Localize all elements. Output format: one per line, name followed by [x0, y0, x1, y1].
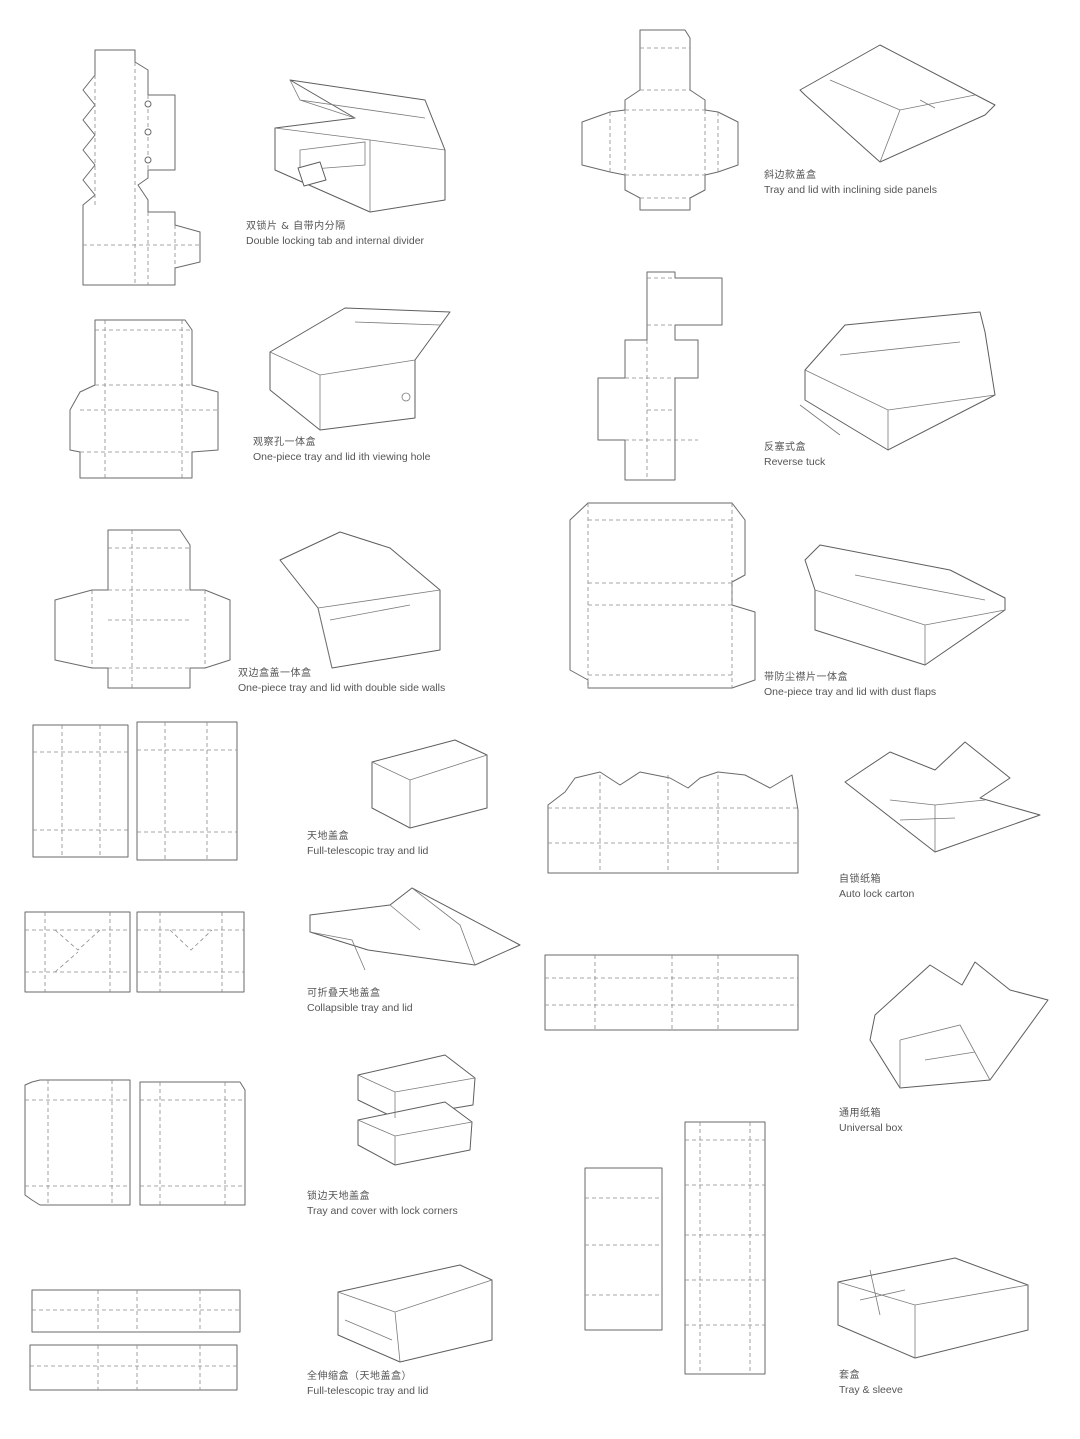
- caption-en: Universal box: [839, 1122, 903, 1134]
- caption-en: Double locking tab and internal divider: [246, 235, 425, 247]
- dieline-full-telescopic: [32, 721, 238, 861]
- caption-en: Collapsible tray and lid: [307, 1002, 413, 1014]
- box-viewing-hole: [269, 307, 451, 431]
- box-inclining-panels: [799, 44, 996, 163]
- caption-zh: 带防尘襟片一体盒: [764, 672, 848, 683]
- dieline-double-locking-tab: [82, 49, 201, 286]
- caption-double-locking-tab: 双锁片 & 自带内分隔 Double locking tab and inter…: [246, 220, 424, 248]
- caption-zh: 观察孔一体盒: [253, 437, 316, 448]
- caption-inclining-panels: 斜边款盖盒 Tray and lid with inclining side p…: [764, 169, 937, 197]
- caption-en: One-piece tray and lid ith viewing hole: [253, 451, 431, 463]
- box-universal: [869, 961, 1049, 1089]
- dieline-dust-flaps: [569, 502, 756, 689]
- dieline-lock-corners: [24, 1079, 246, 1206]
- caption-full-telescopic-2: 全伸缩盒（天地盖盒） Full-telescopic tray and lid: [307, 1370, 428, 1398]
- caption-dust-flaps: 带防尘襟片一体盒 One-piece tray and lid with dus…: [764, 671, 936, 699]
- caption-collapsible: 可折叠天地盖盒 Collapsible tray and lid: [307, 987, 413, 1015]
- caption-en: Tray and lid with inclining side panels: [764, 184, 937, 196]
- caption-en: Tray and cover with lock corners: [307, 1205, 458, 1217]
- dieline-inclining-panels: [581, 29, 739, 211]
- dieline-collapsible: [24, 911, 245, 993]
- caption-en: Full-telescopic tray and lid: [307, 1385, 429, 1397]
- box-reverse-tuck: [799, 311, 996, 451]
- caption-en: Auto lock carton: [839, 888, 915, 900]
- caption-lock-corners: 锁边天地盖盒 Tray and cover with lock corners: [307, 1190, 458, 1218]
- caption-en: Tray & sleeve: [839, 1384, 903, 1396]
- caption-zh: 锁边天地盖盒: [307, 1191, 370, 1202]
- box-auto-lock: [844, 741, 1041, 853]
- box-tray-sleeve: [837, 1257, 1029, 1359]
- box-double-side-walls: [279, 531, 441, 669]
- dieline-viewing-hole: [69, 319, 219, 479]
- caption-viewing-hole: 观察孔一体盒 One-piece tray and lid ith viewin…: [253, 436, 430, 464]
- caption-zh: 双锁片 & 自带内分隔: [246, 221, 346, 232]
- box-full-telescopic: [371, 739, 488, 829]
- caption-double-side-walls: 双边盒盖一体盒 One-piece tray and lid with doub…: [238, 667, 445, 695]
- caption-tray-sleeve: 套盒 Tray & sleeve: [839, 1369, 903, 1397]
- caption-full-telescopic: 天地盖盒 Full-telescopic tray and lid: [307, 830, 428, 858]
- caption-zh: 全伸缩盒（天地盖盒）: [307, 1371, 412, 1382]
- dieline-universal: [544, 954, 799, 1031]
- caption-zh: 反塞式盒: [764, 442, 806, 453]
- caption-en: Full-telescopic tray and lid: [307, 845, 429, 857]
- dieline-tray-sleeve: [584, 1121, 766, 1375]
- caption-en: One-piece tray and lid with double side …: [238, 682, 446, 694]
- caption-auto-lock: 自锁纸箱 Auto lock carton: [839, 873, 914, 901]
- caption-zh: 通用纸箱: [839, 1108, 881, 1119]
- caption-en: Reverse tuck: [764, 456, 826, 468]
- dieline-auto-lock: [547, 771, 799, 874]
- box-full-telescopic-2: [337, 1264, 493, 1363]
- caption-universal: 通用纸箱 Universal box: [839, 1107, 903, 1135]
- caption-zh: 套盒: [839, 1370, 860, 1381]
- dieline-reverse-tuck: [597, 271, 723, 481]
- caption-zh: 双边盒盖一体盒: [238, 668, 312, 679]
- box-dust-flaps: [804, 544, 1006, 666]
- caption-zh: 自锁纸箱: [839, 874, 881, 885]
- caption-zh: 斜边款盖盒: [764, 170, 817, 181]
- dieline-double-side-walls: [54, 529, 231, 689]
- box-double-locking-tab: [274, 79, 446, 213]
- caption-en: One-piece tray and lid with dust flaps: [764, 686, 937, 698]
- box-lock-corners: [357, 1054, 476, 1166]
- box-collapsible: [309, 887, 521, 971]
- caption-zh: 天地盖盒: [307, 831, 349, 842]
- caption-reverse-tuck: 反塞式盒 Reverse tuck: [764, 441, 825, 469]
- caption-zh: 可折叠天地盖盒: [307, 988, 381, 999]
- dieline-full-telescopic-2: [29, 1289, 241, 1391]
